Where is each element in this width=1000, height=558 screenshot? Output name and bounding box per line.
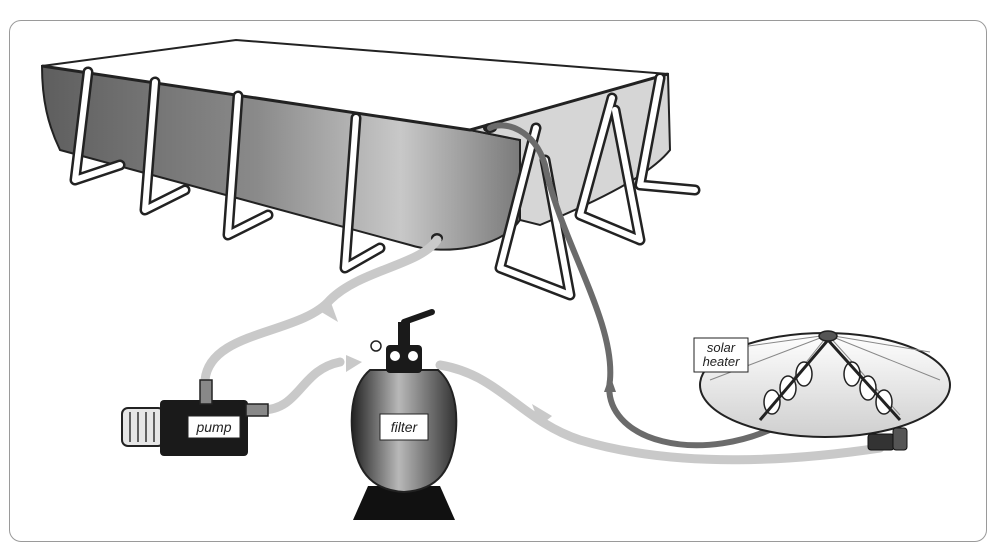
filter-label: filter [391, 419, 419, 435]
return-arrow-icon [604, 375, 616, 392]
return-hose [487, 122, 793, 449]
solar-heater-label-line1: solar [707, 340, 736, 355]
solar-heater-label-line2: heater [703, 354, 741, 369]
intake-arrow-icon [318, 300, 338, 322]
flow-arrow-icon [346, 355, 362, 372]
pump-to-filter-hose [257, 357, 345, 415]
filter-to-heater-hose [435, 360, 885, 465]
solar-heater: solar heater [693, 330, 951, 451]
pool [40, 38, 701, 301]
pump: pump [121, 379, 269, 456]
flow-arrow-icon [532, 404, 552, 426]
sand-filter: filter [350, 309, 458, 520]
pump-label: pump [195, 419, 231, 435]
